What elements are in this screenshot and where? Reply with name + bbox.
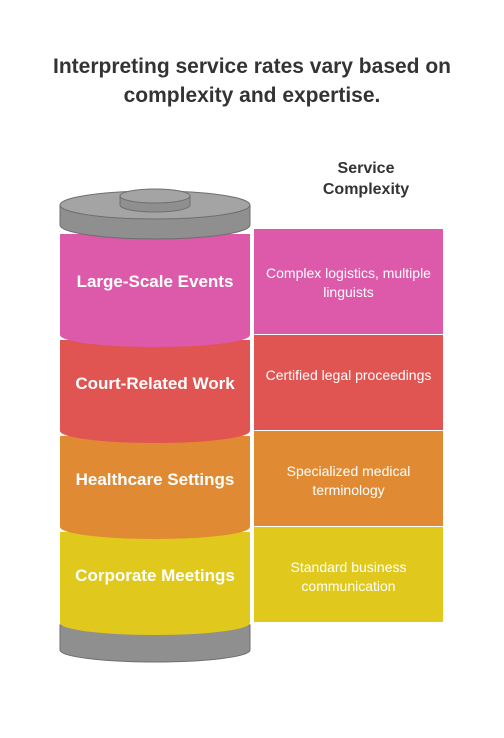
segment-healthcare-settings: [60, 431, 443, 539]
segment-court-related-work: [60, 335, 443, 443]
segment-large-scale-events: [60, 229, 443, 347]
cylinder-base: [59, 624, 251, 663]
service-complexity-label: Service Complexity: [322, 160, 410, 198]
description-corporate-meetings: Standard business communication: [290, 559, 407, 594]
description-court-related-work: Certified legal proceedings: [265, 367, 432, 383]
level-label-large-scale-events: Large-Scale Events: [76, 272, 234, 291]
cylinder-top-cap: [59, 188, 251, 240]
description-healthcare-settings: Specialized medical terminology: [286, 463, 411, 498]
segment-corporate-meetings: [60, 527, 443, 635]
level-label-healthcare-settings: Healthcare Settings: [75, 470, 235, 489]
level-label-court-related-work: Court-Related Work: [75, 374, 235, 393]
diagram-title: Interpreting service rates vary based on…: [52, 55, 451, 107]
level-label-corporate-meetings: Corporate Meetings: [75, 566, 235, 585]
description-large-scale-events: Complex logistics, multiple linguists: [266, 265, 431, 300]
